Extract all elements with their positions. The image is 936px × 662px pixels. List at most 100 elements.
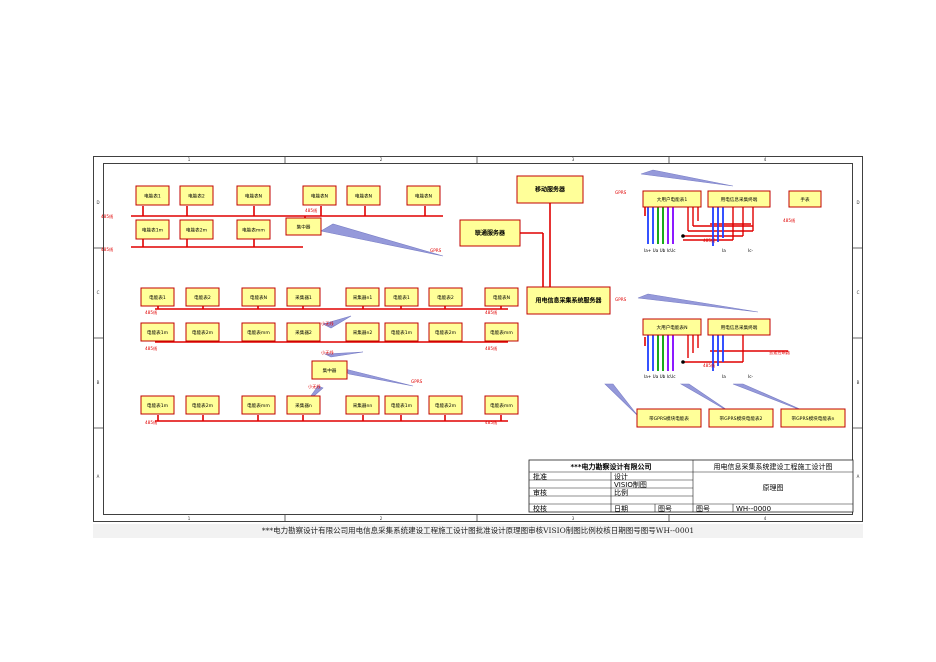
grid-row-label: C	[857, 290, 860, 295]
annotation-a3: 485线	[101, 246, 114, 252]
device-box-u4: 大用户电能表N	[642, 318, 702, 336]
annotation-a7: 485线	[145, 345, 158, 351]
device-box-t4: 采集器n	[286, 395, 321, 415]
device-box-r3: 电能表N	[241, 287, 276, 307]
device-label: 大用户电能表1	[657, 196, 688, 203]
grid-col-label: 3	[572, 157, 575, 162]
device-box-frame	[346, 185, 381, 206]
device-box-t7: 电能表2m	[428, 395, 463, 415]
device-label: 电能表1m	[391, 329, 413, 336]
device-box-g1: 带GPRS模块电能表	[636, 408, 702, 428]
annotation-a2: 485线	[305, 207, 318, 213]
title-review: 审核	[533, 488, 547, 497]
device-box-frame	[384, 287, 419, 307]
device-box-srv3: 用电信息采集系统服务器	[526, 286, 611, 315]
device-box-frame	[179, 219, 214, 240]
annotation-a18: 485线	[703, 237, 716, 243]
device-label: 电能表mm	[490, 329, 513, 336]
device-box-frame	[140, 322, 175, 342]
title-approve: 批准	[533, 472, 547, 481]
annotation-a6: 485线	[485, 309, 498, 315]
device-box-u3: 手表	[788, 190, 822, 208]
device-box-frame	[241, 395, 276, 415]
title-scale: 比例	[614, 488, 628, 497]
device-label: 用电信息采集终端	[721, 324, 758, 331]
device-box-u1: 大用户电能表1	[642, 190, 702, 208]
device-label: 电能表1	[393, 294, 410, 301]
device-box-frame	[135, 219, 170, 240]
device-label: 电能表1m	[147, 402, 169, 409]
device-label: 电能表N	[311, 193, 328, 200]
device-box-frame	[516, 175, 584, 204]
title-project: 用电信息采集系统建设工程施工设计图	[714, 462, 833, 471]
grid-row-label: D	[856, 200, 859, 205]
grid-row-label: A	[97, 474, 100, 479]
device-label: 电能表2	[194, 294, 211, 301]
device-box-t5: 采集器nn	[345, 395, 380, 415]
device-box-frame	[642, 318, 702, 336]
annotation-a22: Ia+ Ua Ub IcUc	[644, 374, 676, 379]
device-label: 电能表1m	[147, 329, 169, 336]
device-box-frame	[185, 287, 220, 307]
annotation-a13: 485线	[145, 419, 158, 425]
device-label: 带GPRS模块电能表2	[720, 415, 763, 422]
grid-col-label: 3	[572, 516, 575, 521]
device-label: 电能表2m	[435, 329, 457, 336]
device-label: 电能表mm	[490, 402, 513, 409]
device-label: 联通服务器	[475, 229, 506, 237]
device-box-frame	[428, 287, 463, 307]
device-label: 采集器n2	[353, 329, 373, 336]
grid-ticks	[93, 156, 863, 522]
title-drawing-name: 原理图	[763, 484, 784, 492]
wireless-callouts	[304, 169, 812, 417]
device-box-frame	[780, 408, 846, 428]
title-drawing-no-2: 图号	[696, 505, 710, 513]
title-company: ***电力勘察设计有限公司	[571, 462, 652, 471]
device-box-frame	[286, 287, 321, 307]
device-box-frame	[708, 408, 774, 428]
callout-gprs-3	[640, 169, 734, 187]
device-box-t8: 电能表mm	[484, 395, 519, 415]
device-box-frame	[185, 395, 220, 415]
title-check: 校核	[533, 504, 547, 513]
device-box-frame	[406, 185, 441, 206]
annotation-a15: GPRS	[615, 190, 627, 195]
device-box-m6: 电能表N	[406, 185, 441, 206]
device-box-m4: 电能表N	[302, 185, 337, 206]
page-caption: ***电力勘察设计有限公司用电信息采集系统建设工程施工设计图批准设计原理图审核V…	[93, 524, 863, 538]
device-box-frame	[636, 408, 702, 428]
device-label: 电能表mm	[247, 402, 270, 409]
annotation-a23: Ia	[722, 374, 726, 379]
device-box-u2: 用电信息采集终端	[707, 190, 771, 208]
device-box-frame	[384, 395, 419, 415]
device-box-r1: 电能表1	[140, 287, 175, 307]
device-box-m9: 电能表mm	[236, 219, 271, 240]
annotation-a25: 去遥控断路	[769, 349, 791, 356]
device-box-srv2: 联通服务器	[459, 219, 521, 247]
device-box-t6: 电能表1m	[384, 395, 419, 415]
device-box-t1: 电能表1m	[140, 395, 175, 415]
device-label: 电能表mm	[242, 227, 265, 234]
device-label: 电能表1	[149, 294, 166, 301]
annotation-a21: Ic-	[748, 248, 754, 253]
device-box-s4: 采集器2	[286, 322, 321, 342]
grid-col-label: 4	[764, 157, 767, 162]
device-box-frame	[642, 190, 702, 208]
device-box-r7: 电能表2	[428, 287, 463, 307]
device-label: 采集器n	[295, 402, 312, 409]
device-label: 采集器nn	[353, 402, 373, 409]
device-label: 电能表1	[144, 193, 161, 200]
device-box-r6: 电能表1	[384, 287, 419, 307]
device-box-t2: 电能表2m	[185, 395, 220, 415]
device-box-frame	[236, 219, 271, 240]
annotation-a5: 485线	[145, 309, 158, 315]
device-label: 采集器n1	[353, 294, 373, 301]
device-box-g3: 带GPRS模块电能表n	[780, 408, 846, 428]
annotation-a11: 小无线	[308, 383, 321, 390]
device-box-frame	[241, 287, 276, 307]
title-date: 日期	[614, 505, 628, 513]
